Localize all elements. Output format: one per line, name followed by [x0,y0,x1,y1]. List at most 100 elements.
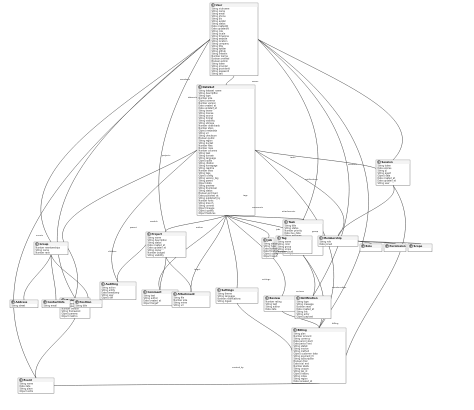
class-field: String homepage [199,164,219,167]
class-name: Session [382,160,393,164]
class-field: String street [12,304,26,307]
class-field: Date joined [320,243,333,246]
association-line [62,149,198,249]
association-line [254,149,379,173]
association-line [225,214,305,221]
class-field: Boolean notifications [218,297,242,300]
edge-label: settings [262,278,270,281]
class-field: String framework [62,310,82,313]
class-field: Number stars [199,127,215,130]
class-field: Number rating [266,300,283,303]
class-field: String text [266,303,278,306]
stereotype-letter: E [410,244,412,248]
association-line [357,240,421,245]
class-field: String providerId [212,67,231,70]
stereotype-circle-icon [75,300,79,304]
class-box [375,159,411,186]
class-field: Object metrics [62,315,79,318]
class-field: String storage [199,122,215,125]
class-box [99,281,137,300]
edge-label: jobs [275,229,280,231]
class-field: String website [212,37,228,40]
class-field: String url [199,132,210,135]
class-field: Object target [144,302,159,305]
class-field: Boolean archived [199,192,219,195]
class-field: String author [266,305,281,308]
class-name: Comment [148,290,163,294]
stereotype-letter: E [76,300,78,304]
class-header [172,292,210,296]
class-name: Address [16,300,28,304]
class-field: Number columns [199,149,219,152]
class-field: Number memberships [36,246,61,249]
class-field: Number amount [294,335,312,338]
class-field: Number budget [148,251,165,254]
class-field: String status [285,227,300,230]
class-field: Number size [174,299,188,302]
edge-label: comments [252,206,263,209]
association-line [302,255,324,329]
class-header [146,232,186,236]
edge-label: events [36,234,43,237]
stereotype-circle-icon [385,244,389,248]
class-field: Number version [62,307,80,310]
edge-label: billing [332,323,339,325]
association-line [257,39,403,161]
class-header [197,85,255,89]
class-name: ContactInfo [48,300,65,304]
class-field: Object metadata [199,129,218,132]
edge-labels: ownermembersdatasetsprojectstaskstagscom… [36,78,357,369]
class-field: String type [264,245,277,248]
stereotype-letter: C [266,296,268,300]
edge-label: author [196,226,203,229]
class-field: Number size [199,97,213,100]
class-field: String scope [278,248,292,251]
class-field: String action [102,286,117,289]
class-header [376,160,410,164]
class-field: String format [199,117,214,120]
class-header [42,300,70,304]
class-field: String checksum [199,134,217,137]
class-field: String locale [212,32,226,35]
class-name: Membership [324,236,342,240]
class-field: Number downloads [199,124,221,127]
class-field: String location [212,40,229,43]
edge-label: tags [243,194,248,197]
edge-label: created_by [232,366,244,369]
class-field: String theme [218,292,233,295]
stereotype-circle-icon [296,296,300,300]
stereotype-letter: C [285,220,287,224]
class-field: String region [294,377,309,380]
class-field: Date created_at [148,244,166,247]
class-field: String source [199,114,214,117]
class-field: String password [212,70,230,73]
class-field: Date date [20,385,32,388]
association-line [225,215,270,239]
class-field: Boolean admin [212,60,229,63]
stereotype-letter: C [320,236,322,240]
association-line [345,185,406,356]
association-line [257,39,319,221]
class-field: String description [148,239,168,242]
class-name: Billing [298,328,307,332]
class-field: String token [378,164,392,167]
class-field: Number likes [199,169,214,172]
class-header [408,244,432,248]
class-field: Boolean trial [294,360,308,363]
class-field: Date createdAt [212,25,229,28]
class-field: String status [148,241,163,244]
class-field: String timezone [212,35,230,38]
class-field: String provider [212,65,228,68]
class-field: Object config [199,174,214,177]
class-field: String type [297,300,310,303]
association-line [254,149,345,237]
class-field: String branch [199,202,214,205]
